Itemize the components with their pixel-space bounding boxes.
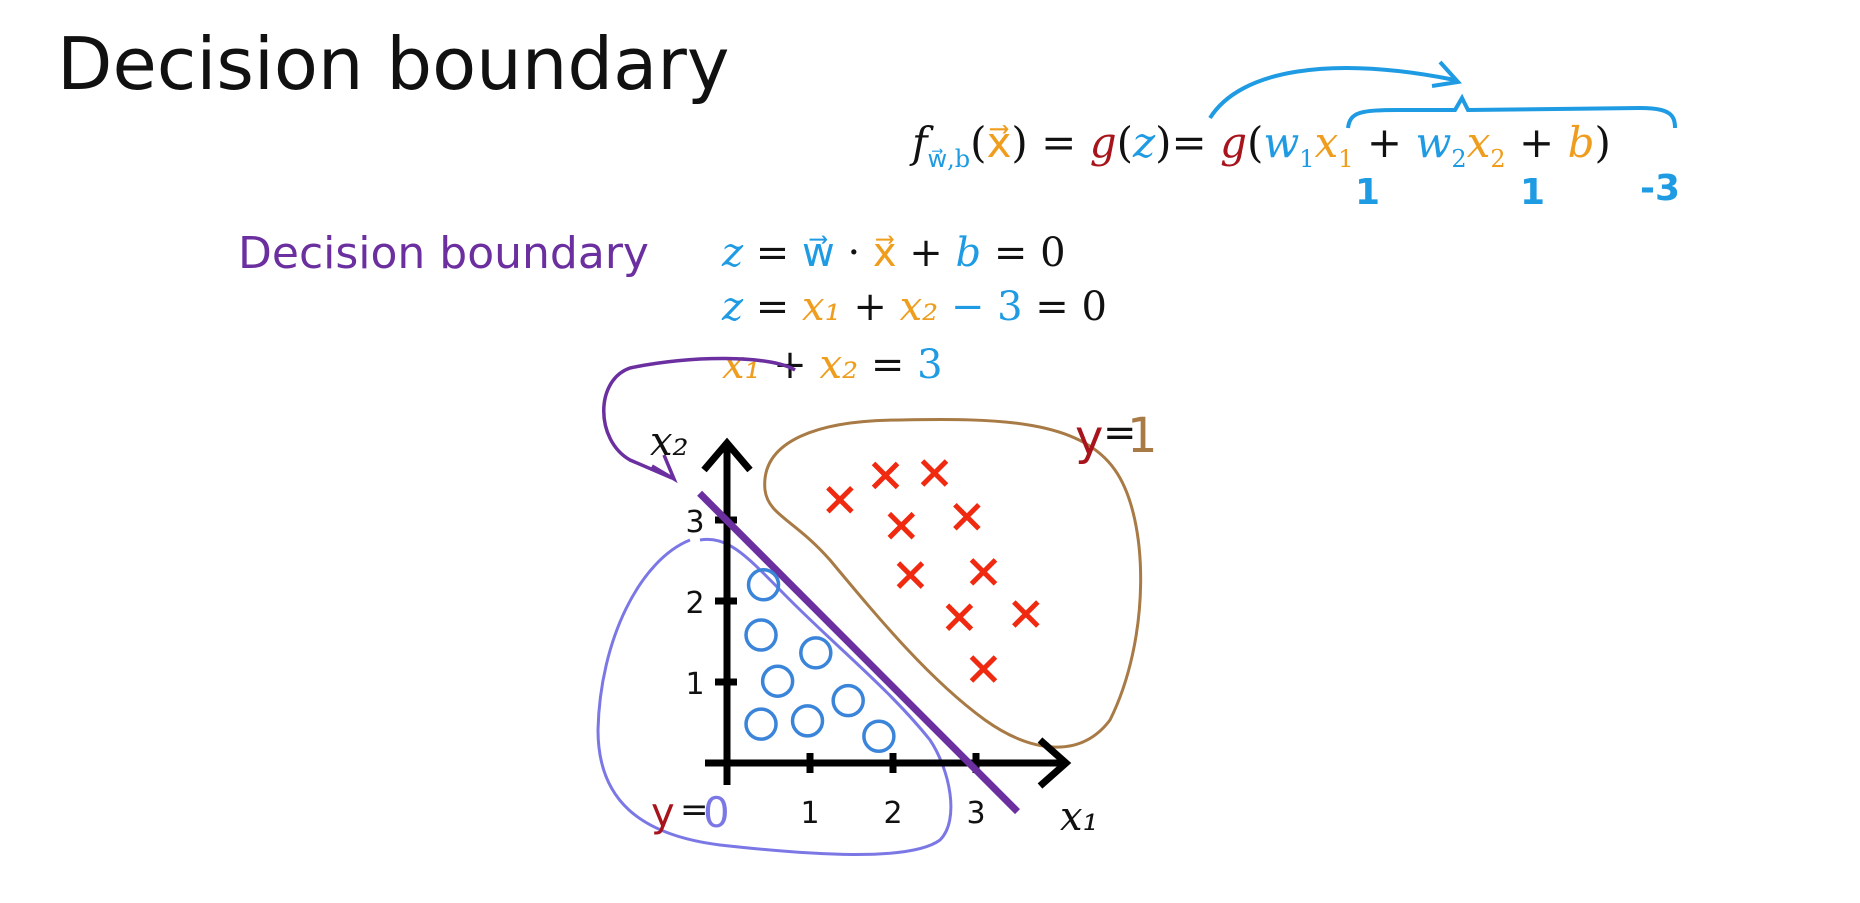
- class-1-point: [920, 459, 949, 487]
- math-token: x₂: [899, 284, 939, 330]
- brace-icon: [1346, 93, 1677, 129]
- class-1-point: [969, 655, 998, 683]
- math-token: (: [1246, 118, 1264, 167]
- positive-label-y: y: [1075, 410, 1104, 466]
- math-token: ): [1594, 118, 1611, 167]
- math-token: w: [1263, 118, 1300, 167]
- positive-label-eq: =: [1103, 410, 1137, 456]
- class-0-point: [790, 704, 825, 738]
- b-value: -3: [1640, 168, 1680, 209]
- decision-boundary-line: [697, 490, 1020, 815]
- class-0-point: [744, 707, 778, 741]
- math-token: − 3: [938, 284, 1023, 330]
- positive-region-outline: [763, 418, 1143, 749]
- class-1-point: [896, 561, 925, 589]
- math-token: 2: [1490, 145, 1506, 173]
- math-token: b: [1567, 118, 1595, 167]
- decision-boundary-label: Decision boundary: [238, 228, 649, 279]
- math-token: x₁: [802, 284, 841, 330]
- positive-label-value: 1: [1127, 408, 1158, 464]
- boundary-arrow: [602, 356, 796, 480]
- w2-value: 1: [1520, 172, 1546, 213]
- w1-value: 1: [1355, 172, 1381, 213]
- math-token: x: [1314, 118, 1339, 167]
- math-token: +: [840, 284, 900, 330]
- math-token: ) =: [1011, 118, 1090, 167]
- negative-label-value: 0: [703, 788, 730, 837]
- model-formula: fw⃗,b(x⃗) = g(z)= g(w1x1 + w2x2 + b): [912, 118, 1611, 173]
- math-token: 1: [1338, 145, 1354, 173]
- math-token: =: [858, 342, 918, 388]
- y-tick-label: 2: [685, 586, 704, 621]
- class-0-point: [746, 568, 781, 602]
- y-tick-label: 1: [685, 667, 704, 702]
- math-token: =: [743, 284, 803, 330]
- math-token: = 0: [1022, 284, 1107, 330]
- math-token: x₁: [722, 342, 761, 388]
- equation-line-2: z = x₁ + x₂ − 3 = 0: [722, 284, 1107, 330]
- math-token: 3: [917, 342, 943, 388]
- math-token: =: [743, 230, 803, 276]
- math-token: w: [1415, 118, 1452, 167]
- math-token: z: [722, 230, 744, 276]
- class-0-point: [760, 664, 795, 698]
- class-1-point: [826, 485, 854, 514]
- math-token: ·: [834, 230, 873, 276]
- math-token: +: [1505, 118, 1568, 167]
- x-tick-label: 3: [966, 796, 985, 831]
- class-0-point: [799, 636, 833, 670]
- y-axis-arrow-icon: [701, 437, 753, 473]
- math-token: (: [970, 118, 987, 167]
- math-token: (: [1116, 118, 1133, 167]
- boundary-arrow-head: [651, 454, 678, 484]
- math-token: w⃗: [802, 230, 835, 276]
- z-arrow-head: [1431, 60, 1462, 88]
- class-1-point: [969, 558, 998, 586]
- class-1-point: [871, 461, 900, 490]
- class-0-point: [831, 683, 865, 718]
- math-token: b: [955, 230, 982, 276]
- negative-region-outline: [596, 537, 953, 856]
- x-tick-label: 1: [800, 796, 819, 831]
- class-0-point: [744, 618, 778, 652]
- y-tick-label: 3: [685, 505, 704, 540]
- math-token: g: [1220, 118, 1247, 167]
- math-token: x⃗: [872, 230, 897, 276]
- z-arrow: [1208, 66, 1456, 120]
- math-token: x: [1466, 118, 1491, 167]
- negative-label-y: y: [651, 790, 675, 836]
- class-1-point: [1012, 600, 1040, 628]
- slide-title: Decision boundary: [57, 22, 730, 106]
- math-token: w⃗,b: [927, 145, 971, 173]
- math-token: z: [1132, 118, 1156, 167]
- equation-line-3: x₁ + x₂ = 3: [722, 342, 943, 388]
- math-token: g: [1089, 118, 1117, 167]
- x-axis-arrow-icon: [1037, 737, 1072, 789]
- math-token: 2: [1451, 145, 1467, 173]
- class-1-point: [887, 511, 916, 540]
- x-tick-label: 2: [883, 796, 902, 831]
- x-axis-label: x₁: [1060, 794, 1099, 840]
- math-token: +: [896, 230, 956, 276]
- y-axis-label: x₂: [650, 419, 689, 465]
- class-1-point: [953, 502, 981, 531]
- math-token: x⃗: [986, 118, 1012, 167]
- equation-line-1: z = w⃗ · x⃗ + b = 0: [722, 230, 1066, 276]
- class-1-point: [945, 603, 974, 631]
- math-token: )=: [1155, 118, 1221, 167]
- negative-label-eq: =: [680, 790, 709, 830]
- math-token: = 0: [981, 230, 1066, 276]
- class-0-point: [862, 719, 896, 754]
- math-token: +: [1353, 118, 1416, 167]
- math-token: z: [722, 284, 744, 330]
- math-token: f: [912, 118, 928, 167]
- math-token: 1: [1299, 145, 1315, 173]
- math-token: x₂: [819, 342, 859, 388]
